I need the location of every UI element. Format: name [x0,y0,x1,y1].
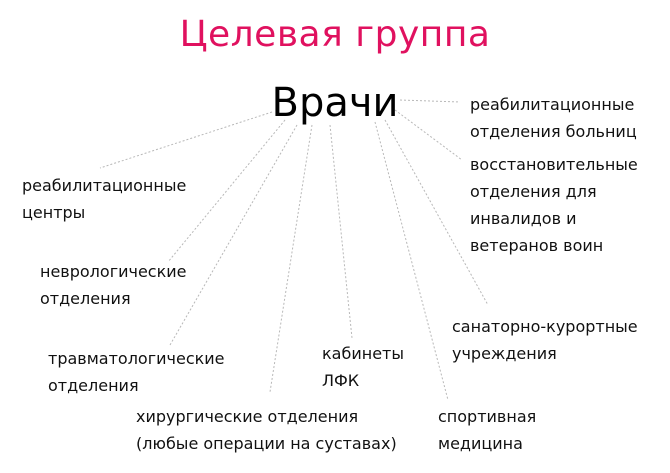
node-line: учреждения [452,344,557,363]
connector-restorative [394,109,463,161]
node-line: ветеранов воин [470,236,604,255]
node-line: реабилитационные [22,176,187,195]
node-line: ЛФК [322,371,360,390]
node-rehab-hospital: реабилитационные отделения больниц [470,91,637,145]
node-line: реабилитационные [470,95,635,114]
node-line: центры [22,203,86,222]
node-line: кабинеты [322,344,404,363]
connector-trauma [169,124,298,346]
node-rehab-centers: реабилитационные центры [22,172,186,226]
node-line: отделения для [470,182,597,201]
center-node: Врачи [271,80,399,126]
node-line: санаторно-курортные [452,317,638,336]
node-restorative: восстановительные отделения для инвалидо… [470,151,638,259]
node-line: инвалидов и [470,209,577,228]
node-line: отделения [48,376,139,395]
node-sanatorium: санаторно-курортные учреждения [452,313,638,367]
node-line: отделения [40,289,131,308]
connector-lfk [329,124,353,339]
node-trauma: травматологические отделения [48,345,225,399]
node-lfk: кабинеты ЛФК [322,340,404,394]
node-line: (любые операции на суставах) [136,434,397,453]
connector-neuro [167,119,286,263]
node-line: неврологические [40,262,187,281]
node-neuro: неврологические отделения [40,258,187,312]
node-sports: спортивная медицина [438,403,536,457]
connector-surgery [269,124,313,393]
connector-sanatorium [384,119,489,306]
node-line: спортивная [438,407,537,426]
node-line: восстановительные [470,155,638,174]
node-line: отделения больниц [470,122,637,141]
node-line: хирургические отделения [136,407,359,426]
diagram-title: Целевая группа [179,14,491,55]
node-line: медицина [438,434,523,453]
node-surgery: хирургические отделения (любые операции … [136,403,397,457]
node-line: травматологические [48,349,225,368]
